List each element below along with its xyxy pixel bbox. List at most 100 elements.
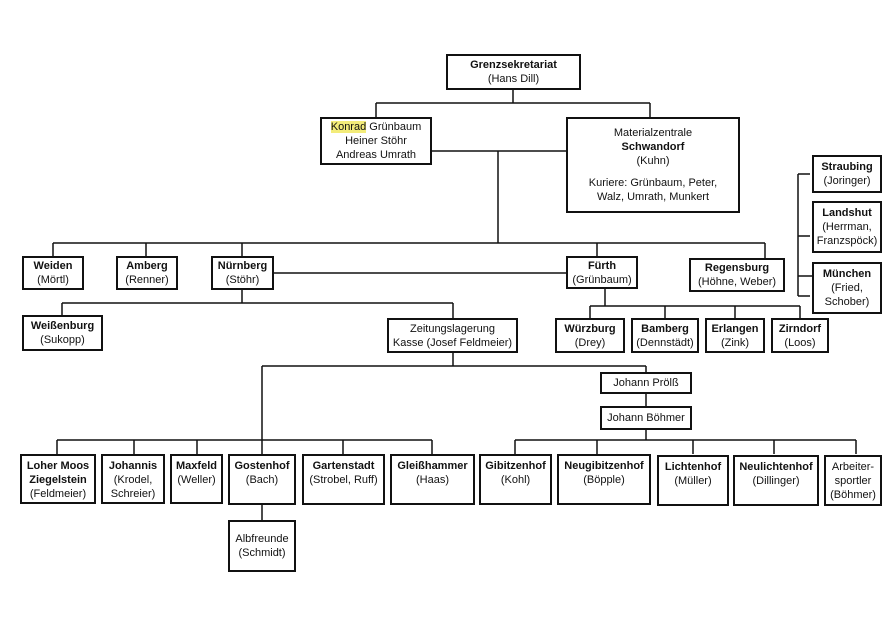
node-line: sportler <box>834 475 872 487</box>
node-title: Nürnberg <box>217 260 268 272</box>
node-zeitungslagerung: Zeitungslagerung Kasse (Josef Feldmeier) <box>387 318 518 353</box>
node-subtitle: Schreier) <box>110 488 156 500</box>
node-line: Walz, Umrath, Munkert <box>596 191 710 203</box>
node-gibitzenhof: Gibitzenhof (Kohl) <box>479 454 552 505</box>
node-subtitle: (Stöhr) <box>225 274 260 286</box>
node-title: Erlangen <box>711 322 759 335</box>
node-subtitle: (Kuhn) <box>636 155 670 167</box>
node-title: Lichtenhof <box>664 461 722 473</box>
node-line: Heiner Stöhr <box>345 135 407 147</box>
node-title: Maxfeld <box>176 460 217 472</box>
node-title: Fürth <box>587 259 617 272</box>
node-gostenhof: Gostenhof (Bach) <box>228 454 296 505</box>
connector <box>56 439 433 454</box>
connector <box>432 150 566 243</box>
node-title: Gibitzenhof <box>485 460 546 472</box>
connector <box>375 89 651 117</box>
node-line: Zeitungslagerung <box>409 322 495 335</box>
node-bamberg: Bamberg (Dennstädt) <box>631 318 699 353</box>
node-line: Materialzentrale <box>613 127 693 139</box>
node-wuerzburg: Würzburg (Drey) <box>555 318 625 353</box>
node-johann-proess: Johann Prölß <box>600 372 692 394</box>
node-subtitle: (Fried, <box>831 282 863 294</box>
node-neugibitzenhof: Neugibitzenhof (Böpple) <box>557 454 651 505</box>
node-gartenstadt: Gartenstadt (Strobel, Ruff) <box>302 454 385 505</box>
node-subtitle: Franzspöck) <box>816 235 878 247</box>
node-title: Weiden <box>33 260 73 272</box>
connector <box>52 242 766 258</box>
node-regensburg: Regensburg (Höhne, Weber) <box>689 258 785 292</box>
node-line: Konrad Grünbaum <box>330 120 422 134</box>
node-line: Kuriere: Grünbaum, Peter, <box>588 177 718 189</box>
node-title: München <box>822 268 872 280</box>
node-fuerth: Fürth (Grünbaum) <box>566 256 638 289</box>
node-title: Regensburg <box>704 262 770 274</box>
node-line: Johann Prölß <box>613 377 679 389</box>
node-amberg: Amberg (Renner) <box>116 256 178 290</box>
node-arbeitersportler: Arbeiter- sportler (Böhmer) <box>824 455 882 506</box>
node-title: Gostenhof <box>234 460 290 472</box>
node-title: Gleißhammer <box>397 460 468 472</box>
node-landshut: Landshut (Herrman, Franzspöck) <box>812 201 882 253</box>
node-title: Amberg <box>126 260 168 272</box>
node-subtitle: (Höhne, Weber) <box>697 276 777 288</box>
node-title: Zirndorf <box>778 322 822 335</box>
highlighted-text: Konrad <box>330 121 367 133</box>
node-title: Ziegelstein <box>29 474 87 486</box>
node-subtitle: (Drey) <box>574 336 606 349</box>
node-subtitle: Schober) <box>824 296 870 308</box>
connector <box>589 288 801 318</box>
node-subtitle: (Feldmeier) <box>29 488 87 500</box>
node-line: Arbeiter- <box>831 461 875 473</box>
node-title: Johannis <box>108 460 158 472</box>
node-materialzentrale: Materialzentrale Schwandorf (Kuhn) Kurie… <box>566 117 740 213</box>
node-zirndorf: Zirndorf (Loos) <box>771 318 829 353</box>
node-weissenburg: Weißenburg (Sukopp) <box>22 315 103 351</box>
node-lichtenhof: Lichtenhof (Müller) <box>657 455 729 506</box>
node-johann-boehmer: Johann Böhmer <box>600 406 692 430</box>
node-subtitle: (Renner) <box>125 274 169 286</box>
node-subtitle: (Loos) <box>784 336 816 349</box>
connector <box>262 352 647 372</box>
node-gleisshammer: Gleißhammer (Haas) <box>390 454 475 505</box>
node-subtitle: (Hans Dill) <box>487 73 540 85</box>
node-straubing: Straubing (Joringer) <box>812 155 882 193</box>
node-subtitle: (Müller) <box>674 475 712 487</box>
node-title: Loher Moos <box>26 460 90 472</box>
node-subtitle: (Haas) <box>415 474 449 486</box>
node-albfreunde: Albfreunde (Schmidt) <box>228 520 296 572</box>
node-subtitle: (Dillinger) <box>752 475 800 487</box>
node-title: Gartenstadt <box>312 460 375 472</box>
node-johannis: Johannis (Krodel, Schreier) <box>101 454 165 504</box>
node-subtitle: (Dennstädt) <box>636 336 694 349</box>
node-subtitle: (Herrman, <box>822 221 872 233</box>
node-title: Würzburg <box>564 322 616 335</box>
node-subtitle: (Mörtl) <box>37 274 69 286</box>
node-line: Andreas Umrath <box>335 149 417 161</box>
node-subtitle: (Krodel, <box>113 474 153 486</box>
node-subtitle: (Strobel, Ruff) <box>309 474 378 486</box>
node-subtitle: (Bach) <box>245 474 279 486</box>
connector <box>61 290 454 343</box>
connector <box>797 173 812 297</box>
node-title: Schwandorf <box>621 141 685 153</box>
node-neulichtenhof: Neulichtenhof (Dillinger) <box>733 455 819 506</box>
node-weiden: Weiden (Mörtl) <box>22 256 84 290</box>
node-title: Landshut <box>822 207 872 219</box>
node-grenzsekretariat: Grenzsekretariat (Hans Dill) <box>446 54 581 90</box>
node-line: (Schmidt) <box>238 547 286 559</box>
node-title: Grenzsekretariat <box>470 59 557 71</box>
node-muenchen: München (Fried, Schober) <box>812 262 882 314</box>
node-loher-moos-ziegelstein: Loher Moos Ziegelstein (Feldmeier) <box>20 454 96 504</box>
node-subtitle: (Kohl) <box>500 474 531 486</box>
node-line: Johann Böhmer <box>607 412 685 424</box>
node-subtitle: (Joringer) <box>823 175 871 187</box>
node-subtitle: (Weller) <box>177 474 216 486</box>
node-line: (Böhmer) <box>830 489 876 501</box>
node-line: Kasse (Josef Feldmeier) <box>392 336 513 349</box>
node-subtitle: (Böpple) <box>583 474 625 486</box>
node-title: Weißenburg <box>30 320 95 332</box>
node-nuernberg: Nürnberg (Stöhr) <box>211 256 274 290</box>
node-line-rest: Grünbaum <box>366 121 422 133</box>
node-title: Neugibitzenhof <box>564 460 644 472</box>
